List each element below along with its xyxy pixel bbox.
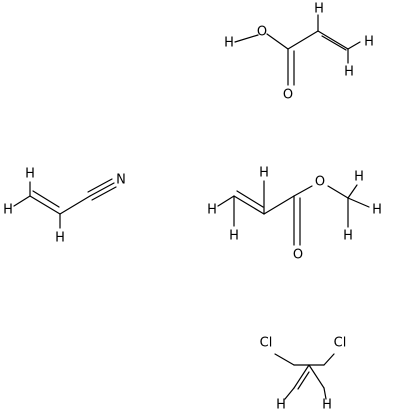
bond — [347, 41, 361, 50]
atom-label: H — [259, 166, 269, 181]
bond — [266, 33, 289, 50]
bond — [217, 195, 235, 207]
atom-label: H — [372, 203, 382, 218]
atom-label: Cl — [260, 336, 273, 351]
bond — [59, 195, 91, 215]
atom-label: H — [314, 2, 324, 17]
atom-label: H — [3, 203, 13, 218]
atom-label: H — [224, 36, 234, 51]
atom-label: H — [364, 35, 374, 50]
bond — [29, 195, 61, 215]
bond — [91, 186, 117, 201]
bond — [13, 195, 31, 207]
atom-label: H — [276, 398, 286, 413]
bond — [323, 387, 327, 400]
bond — [293, 364, 310, 389]
bond — [308, 364, 325, 389]
atom-label: H — [55, 231, 65, 246]
atom-label: H — [343, 229, 353, 244]
bond — [293, 185, 313, 197]
bond — [347, 197, 370, 208]
molecule-methyl-acrylate: H H H O O H H H — [207, 166, 382, 263]
bond — [32, 190, 60, 208]
bond — [327, 185, 349, 199]
molecule-vinylidene-chloride: Cl Cl H H — [260, 336, 347, 413]
atom-label: Cl — [334, 336, 347, 351]
bond — [274, 353, 295, 366]
bond — [321, 35, 347, 51]
atom-label: O — [315, 175, 325, 190]
bond — [323, 353, 335, 366]
bond — [263, 195, 295, 215]
molecule-acrylic-acid: H O O H H H — [224, 2, 374, 103]
bond — [234, 34, 259, 43]
bond — [233, 195, 265, 215]
atom-label: H — [207, 203, 217, 218]
atom-label: H — [354, 170, 364, 185]
atom-label: H — [344, 65, 354, 80]
bond — [297, 371, 310, 390]
atom-label: O — [283, 88, 293, 103]
molecule-acrylonitrile: H H H N — [3, 167, 126, 246]
bond — [317, 30, 349, 50]
atom-label: H — [229, 229, 239, 244]
bond — [87, 178, 113, 193]
atom-label: N — [116, 173, 126, 188]
bond — [284, 387, 295, 400]
bond — [287, 30, 319, 50]
atom-label: O — [293, 248, 303, 263]
bond — [89, 182, 115, 197]
atom-label: O — [257, 25, 267, 40]
bond — [347, 184, 358, 199]
atom-label: H — [25, 167, 35, 182]
bond — [236, 190, 264, 208]
atom-label: H — [322, 398, 332, 413]
